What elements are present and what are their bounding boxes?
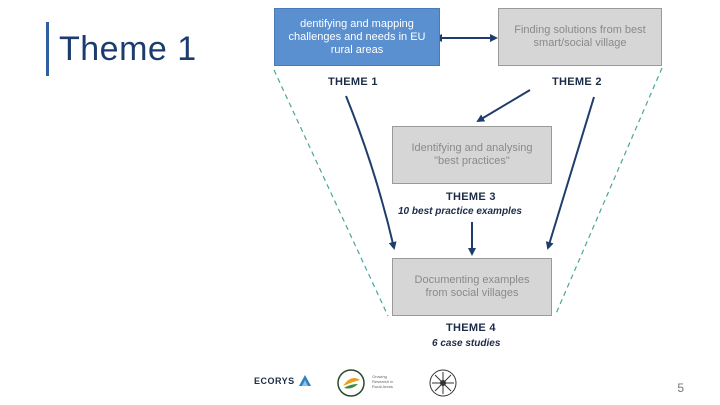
arrow-theme2-to-theme4 [545,96,595,250]
theme1-box-text: dentifying and mapping challenges and ne… [288,17,426,56]
theme4-label: THEME 4 [446,322,496,334]
theme4-box: Documenting examples from social village… [392,258,552,316]
arrow-theme1-to-theme4 [345,95,397,250]
title-accent-bar [46,22,49,76]
theme2-label: THEME 2 [552,76,602,88]
funnel-right-dashed [554,67,663,317]
leaf-logo-text: Growing Research in Rural Areas [372,374,393,389]
theme3-box: Identifying and analysing "best practice… [392,126,552,184]
leaf-logo-line-2: Research in [372,379,394,384]
arrow-theme2-to-theme3 [476,89,531,123]
theme2-box-text: Finding solutions from best smart/social… [514,24,646,49]
title-area: Theme 1 [46,22,197,76]
leaf-logo-line-1: Growing [372,374,387,379]
slide-title: Theme 1 [59,29,197,68]
theme4-box-text: Documenting examples from social village… [414,274,530,299]
funnel-left-dashed [273,69,389,317]
leaf-logo-line-3: Rural Areas [372,384,393,389]
theme3-label: THEME 3 [446,191,496,203]
theme1-box: dentifying and mapping challenges and ne… [274,8,440,66]
page-number: 5 [677,381,684,395]
ecorys-logo-text: ECORYS [254,376,295,386]
theme1-label: THEME 1 [328,76,378,88]
theme4-subtitle: 6 case studies [432,338,501,349]
leaf-logo-icon [337,369,365,397]
sunburst-logo-icon [429,369,457,397]
ecorys-triangle-icon [298,375,311,386]
theme3-box-text: Identifying and analysing "best practice… [411,142,533,167]
theme2-box: Finding solutions from best smart/social… [498,8,662,66]
theme3-subtitle: 10 best practice examples [398,206,522,217]
ecorys-logo: ECORYS [254,374,312,388]
